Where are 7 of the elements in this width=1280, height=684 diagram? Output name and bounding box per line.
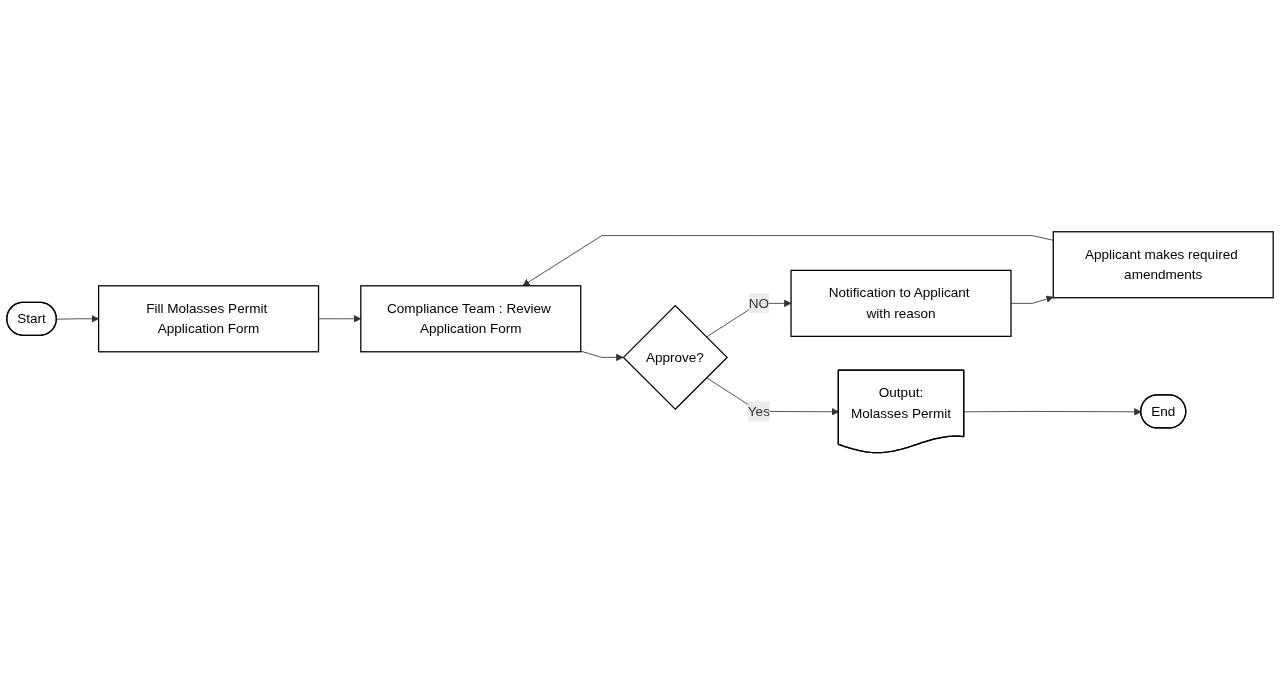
node-box: Fill Molasses Permit Application Form <box>97 284 320 353</box>
node-box: Compliance Team : Review Application Form <box>360 284 582 353</box>
node-box: Notification to Applicant with reason <box>790 269 1012 337</box>
edge-label: NO <box>748 295 770 310</box>
edge-label: Yes <box>747 403 770 418</box>
node-box: Applicant makes required amendments <box>1052 230 1274 299</box>
node-diamond: Approve? <box>622 304 728 410</box>
